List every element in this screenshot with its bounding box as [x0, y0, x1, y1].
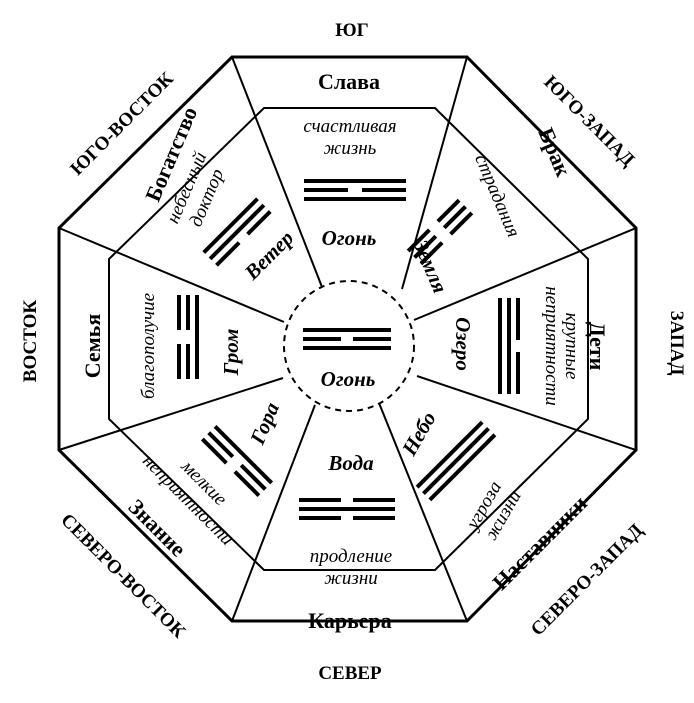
divider-n-ne — [231, 404, 316, 622]
trigram-line — [413, 234, 438, 259]
trigram-line — [177, 295, 181, 330]
trigram-line — [516, 298, 520, 340]
sector-southeast: Богатство небесный доктор Ветер — [140, 103, 298, 285]
element-label: Озеро — [451, 317, 475, 371]
inner-octagon — [108, 107, 589, 571]
trigram-line — [233, 470, 261, 498]
trigram-line — [213, 424, 274, 485]
meaning-line: жизнь — [324, 138, 377, 159]
trigram-line — [186, 295, 190, 330]
trigram-line — [428, 433, 497, 502]
sector-north: Вода продление жизни Карьера — [299, 451, 395, 633]
trigram-line — [304, 197, 406, 201]
direction-north: СЕВЕР — [318, 663, 382, 684]
sector-south: Слава счастливая жизнь Огонь — [303, 69, 406, 250]
element-label: Гром — [219, 329, 243, 377]
trigram-line — [299, 507, 395, 511]
direction-west: ЗАПАД — [666, 311, 687, 376]
trigram-line — [195, 295, 199, 379]
trigram-line — [304, 179, 406, 183]
trigram-line — [304, 188, 348, 192]
sector-southwest: Брак страдания Земля — [406, 124, 577, 297]
trigram-line — [200, 437, 228, 465]
area-label: Брак — [534, 124, 577, 181]
trigram-line — [299, 498, 341, 502]
divider-ne-e — [58, 377, 284, 451]
divider-e-se — [58, 227, 285, 323]
area-label: Карьера — [308, 608, 392, 633]
trigram-line — [406, 228, 431, 253]
divider-nw-n — [378, 402, 468, 622]
trigram-line — [353, 498, 395, 502]
trigram-line — [207, 431, 235, 459]
trigram — [406, 198, 474, 266]
trigram-line — [303, 328, 391, 332]
trigram — [304, 179, 406, 201]
trigram-line — [353, 337, 391, 341]
trigram-line — [303, 337, 341, 341]
meaning-line: продление — [310, 546, 392, 567]
meaning-line: неприятности — [541, 286, 562, 406]
trigram — [202, 197, 272, 267]
trigram — [177, 295, 199, 379]
trigram-line — [498, 298, 502, 394]
meaning-line: крупные — [561, 313, 582, 380]
trigram-line — [202, 197, 259, 254]
trigram-line — [177, 344, 181, 379]
trigram-line — [449, 211, 474, 236]
trigram — [498, 298, 520, 394]
trigram-line — [442, 205, 467, 230]
trigram-line — [507, 298, 511, 394]
trigram-line — [208, 203, 266, 261]
meaning-line: счастливая — [303, 116, 396, 137]
trigram-line — [303, 346, 391, 350]
trigram-line — [246, 210, 272, 236]
trigram-line — [516, 352, 520, 394]
area-label: Семья — [80, 314, 105, 379]
centre: Огонь — [303, 328, 391, 391]
direction-east: ВОСТОК — [20, 300, 41, 383]
area-label: Слава — [318, 69, 380, 94]
element-label: Гора — [245, 399, 284, 449]
trigram — [200, 424, 274, 498]
divider-se-s — [231, 56, 323, 288]
trigram-line — [239, 463, 267, 491]
element-label: Небо — [397, 408, 441, 461]
trigram — [415, 420, 497, 502]
element-label: Вода — [327, 451, 373, 475]
trigram-line — [186, 344, 190, 379]
meaning-line: благополучие — [138, 293, 159, 399]
trigram-line — [415, 420, 484, 489]
sector-east: Семья благополучие Гром — [80, 293, 243, 399]
trigram-line — [419, 241, 444, 266]
trigram-line — [436, 198, 461, 223]
sector-northwest: Наставники угроза жизни Небо — [397, 408, 593, 595]
trigram-line — [422, 427, 490, 495]
divider-s-sw — [401, 56, 468, 290]
trigram — [299, 498, 395, 520]
direction-south: ЮГ — [335, 20, 368, 41]
divider-sw-w — [413, 227, 637, 321]
trigram-line — [362, 188, 406, 192]
sector-west: Дети крупные неприятности Озеро — [451, 286, 610, 406]
trigram-line — [353, 516, 395, 520]
trigram — [303, 328, 391, 350]
element-label: Ветер — [239, 226, 298, 285]
divider-w-nw — [416, 375, 637, 451]
element-label: Огонь — [322, 226, 377, 250]
area-label: Дети — [585, 322, 610, 371]
element-label: Земля — [408, 235, 452, 297]
meaning-line: жизни — [324, 568, 378, 589]
meaning-line: страдания — [470, 151, 524, 240]
centre-element-label: Огонь — [321, 367, 376, 391]
trigram-line — [215, 241, 241, 267]
trigram-line — [299, 516, 341, 520]
